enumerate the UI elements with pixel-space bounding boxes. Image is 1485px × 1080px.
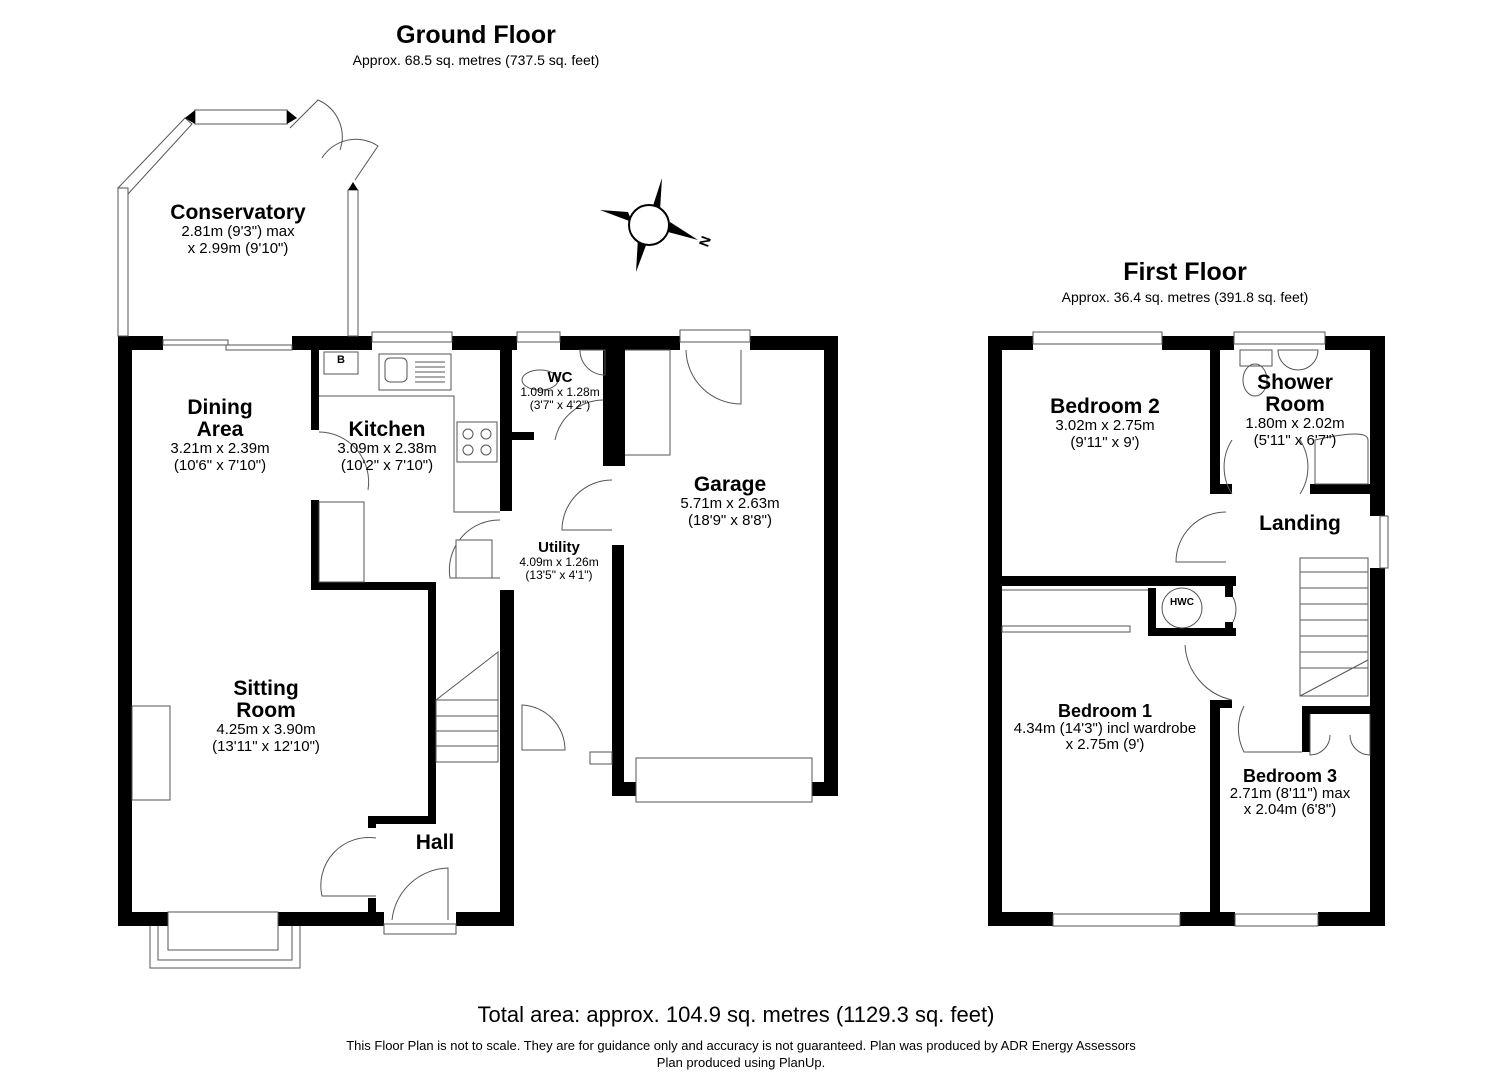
- room-dimensions: x 2.75m (9'): [1065, 736, 1145, 754]
- room-dimensions: (13'5" x 4'1"): [525, 567, 593, 582]
- first-floor-fixtures: [1001, 331, 1389, 927]
- room-utility: Utility 4.09m x 1.26m (13'5" x 4'1"): [500, 540, 618, 582]
- room-name: Dining: [187, 396, 253, 419]
- total-area: Total area: approx. 104.9 sq. metres (11…: [477, 1002, 995, 1027]
- room-dimensions: (3'7" x 4'2"): [529, 397, 591, 412]
- room-dimensions: 1.09m x 1.28m: [520, 384, 600, 399]
- room-dimensions: x 2.99m (9'10"): [187, 239, 289, 257]
- room-dimensions: 2.71m (8'11") max: [1229, 784, 1351, 802]
- room-garage: Garage 5.71m x 2.63m (18'9" x 8'8"): [645, 473, 815, 529]
- room-bedroom-2: Bedroom 2 3.02m x 2.75m (9'11" x 9'): [1015, 395, 1195, 451]
- room-dimensions: (10'6" x 7'10"): [173, 456, 267, 474]
- disclaimer: This Floor Plan is not to scale. They ar…: [236, 1038, 1246, 1072]
- room-dimensions: 1.80m x 2.02m: [1245, 415, 1345, 433]
- room-dimensions: x 2.04m (6'8"): [1243, 801, 1337, 819]
- room-dimensions: 5.71m x 2.63m: [680, 495, 780, 513]
- compass-icon: [600, 178, 698, 272]
- disclaimer-line-1: This Floor Plan is not to scale. They ar…: [346, 1038, 1136, 1053]
- room-landing: Landing: [1259, 512, 1341, 535]
- room-name: Utility: [538, 539, 580, 556]
- room-name: Shower: [1257, 371, 1333, 394]
- room-name: Area: [196, 418, 244, 442]
- room-dimensions: 3.21m x 2.39m: [170, 440, 270, 458]
- room-hall: Hall: [415, 831, 455, 854]
- room-bedroom-1: Bedroom 1 4.34m (14'3") incl wardrobe x …: [1000, 702, 1210, 754]
- disclaimer-line-2: Plan produced using PlanUp.: [656, 1054, 826, 1070]
- hwc-label: HWC: [1170, 597, 1194, 608]
- room-kitchen: Kitchen 3.09m x 2.38m (10'2" x 7'10"): [312, 418, 462, 474]
- room-name: Conservatory: [170, 201, 306, 224]
- room-name: Bedroom 2: [1050, 395, 1160, 418]
- room-dimensions: (5'11" x 6'7"): [1253, 431, 1337, 449]
- room-dimensions: 2.81m (9'3") max: [181, 223, 295, 241]
- room-dimensions: 3.02m x 2.75m: [1055, 417, 1155, 435]
- first-floor-walls: [988, 336, 1385, 926]
- ground-floor-area: Approx. 68.5 sq. metres (737.5 sq. feet): [352, 52, 600, 68]
- room-conservatory: Conservatory 2.81m (9'3") max x 2.99m (9…: [138, 201, 338, 257]
- boiler-label: B: [337, 354, 345, 366]
- room-dining-area: Dining Area 3.21m x 2.39m (10'6" x 7'10"…: [130, 396, 310, 474]
- room-name: Sitting: [233, 677, 299, 700]
- room-name: Bedroom 3: [1242, 766, 1338, 786]
- room-name: Room: [236, 699, 296, 723]
- ground-floor-title: Ground Floor: [396, 21, 556, 49]
- room-name: Kitchen: [348, 418, 426, 441]
- room-dimensions: 4.34m (14'3") incl wardrobe: [1013, 719, 1197, 737]
- ground-floor-walls: [118, 336, 838, 926]
- room-name: Bedroom 1: [1057, 701, 1153, 721]
- room-name: Room: [1265, 393, 1325, 417]
- room-dimensions: 4.25m x 3.90m: [216, 721, 316, 739]
- first-floor-area: Approx. 36.4 sq. metres (391.8 sq. feet): [1061, 289, 1309, 305]
- room-wc: WC 1.09m x 1.28m (3'7" x 4'2"): [510, 370, 610, 412]
- room-dimensions: (10'2" x 7'10"): [340, 456, 434, 474]
- room-sitting-room: Sitting Room 4.25m x 3.90m (13'11" x 12'…: [176, 677, 356, 755]
- first-floor-title: First Floor: [1123, 258, 1247, 286]
- room-dimensions: (13'11" x 12'10"): [212, 737, 320, 755]
- room-bedroom-3: Bedroom 3 2.71m (8'11") max x 2.04m (6'8…: [1215, 767, 1365, 819]
- room-shower-room: Shower Room 1.80m x 2.02m (5'11" x 6'7"): [1220, 371, 1370, 449]
- ground-floor-fixtures: [117, 99, 813, 969]
- room-dimensions: 3.09m x 2.38m: [337, 440, 437, 458]
- room-name: WC: [547, 369, 573, 386]
- room-dimensions: (9'11" x 9'): [1070, 433, 1140, 451]
- room-dimensions: 4.09m x 1.26m: [519, 554, 599, 569]
- room-name: Garage: [693, 473, 767, 496]
- room-dimensions: (18'9" x 8'8"): [688, 511, 772, 529]
